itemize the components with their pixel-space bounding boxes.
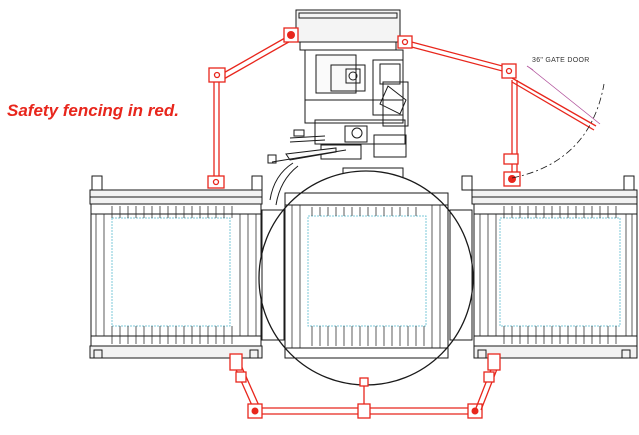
safety-note: Safety fencing in red. [7, 101, 179, 120]
right-conveyor [461, 175, 638, 359]
gate-swing-arc [511, 65, 605, 179]
gate-door-label: 36" GATE DOOR [532, 57, 590, 64]
safety-fence [207, 27, 597, 419]
turntable [258, 170, 474, 386]
left-conveyor [89, 175, 263, 359]
